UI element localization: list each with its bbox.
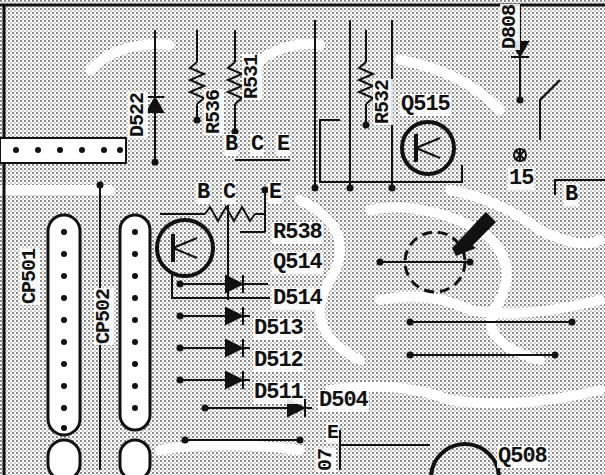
part-label: D522 (128, 92, 148, 138)
part-label: Q514 (272, 252, 323, 274)
part-label: B (224, 134, 238, 156)
part-label: D514 (272, 288, 323, 310)
part-label: D511 (253, 382, 304, 404)
pads (61, 97, 576, 444)
part-label: R531 (242, 54, 262, 100)
part-label: D808 (500, 4, 520, 50)
part-label: E (326, 423, 339, 443)
part-label: R536 (204, 89, 224, 135)
part-label: C (250, 134, 264, 156)
diode-symbols (146, 42, 529, 417)
wires (100, 5, 605, 475)
part-label: C (222, 182, 236, 204)
part-label: D513 (253, 318, 304, 340)
part-label: E (268, 182, 282, 204)
part-label: 07 (316, 448, 336, 472)
part-label: R532 (373, 79, 393, 125)
part-label: CP501 (20, 248, 40, 305)
part-label: Q515 (400, 94, 451, 116)
connector-capsules (48, 215, 150, 475)
part-label: D512 (253, 350, 304, 372)
part-label: B (564, 184, 578, 206)
part-label: R538 (272, 222, 323, 244)
part-label: D504 (318, 390, 369, 412)
part-label: B (196, 182, 210, 204)
part-label: E (276, 134, 290, 156)
part-label: CP502 (94, 288, 114, 345)
pointer-arrow-shaft (456, 212, 496, 252)
header-strip (0, 138, 126, 163)
frame (0, 5, 605, 475)
header-pins (13, 147, 123, 153)
dashed-marker (405, 232, 465, 292)
part-label: Q508 (497, 446, 548, 468)
trace-gaps (0, 44, 600, 450)
part-label: 15 (508, 168, 534, 190)
